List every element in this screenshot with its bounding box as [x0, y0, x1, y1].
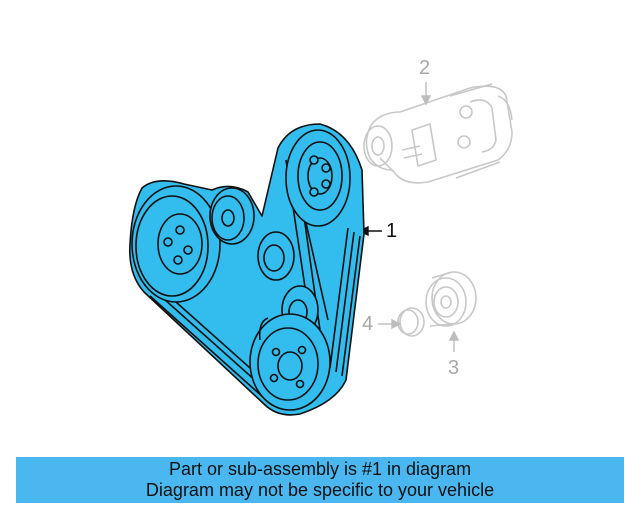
callout-2: 2 [419, 57, 431, 79]
faded-leaders [378, 82, 460, 352]
part-3-idler-pulley [425, 271, 477, 327]
part-1-serpentine-belt [128, 123, 365, 416]
info-banner: Part or sub-assembly is #1 in diagram Di… [16, 457, 624, 503]
callout-1: 1 [386, 220, 398, 242]
callout-3: 3 [448, 357, 460, 379]
banner-line-2: Diagram may not be specific to your vehi… [145, 480, 495, 500]
banner-line-1: Part or sub-assembly is #1 in diagram [168, 459, 472, 479]
callout-4: 4 [362, 313, 374, 335]
parts-diagram [128, 82, 513, 416]
part-2-alternator [363, 83, 513, 184]
part-4-seal [397, 307, 425, 337]
